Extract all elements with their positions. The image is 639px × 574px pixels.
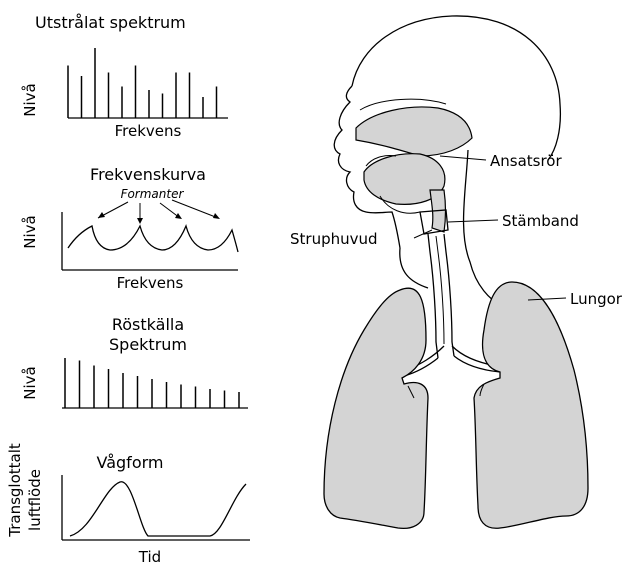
trachea-inner [436,236,444,344]
waveform-panel: Vågform Transglottalt luftflöde Tid [6,443,250,566]
radiated-spectrum-panel: Utstrålat spektrum Nivå Frekvens [21,13,228,140]
radiated-spectrum-x-label: Frekvens [115,122,182,140]
frequency-response-curve [68,226,238,252]
radiated-spectrum-y-label: Nivå [21,83,39,116]
neck-back [464,150,502,306]
source-spectrum-lines [65,358,239,408]
formants-annotation: Formanter [121,187,185,201]
lungs-label: Lungor [570,290,623,308]
formant-arrows [98,200,220,224]
formant-arrowhead-3 [175,213,182,219]
source-spectrum-title-line1: Röstkälla [112,315,184,334]
vocal-folds-label: Stämband [502,212,579,230]
trachea-left-wall [428,234,438,358]
waveform-x-label: Tid [138,548,161,566]
vocal-tract-label: Ansatsrör [490,152,562,170]
source-spectrum-y-label: Nivå [21,366,39,399]
radiated-spectrum-lines [68,48,217,118]
formant-arrowhead-2 [137,218,143,224]
waveform-y-label-line2: luftflöde [26,469,44,531]
source-spectrum-title-line2: Spektrum [109,335,187,354]
larynx-label: Struphuvud [290,230,378,248]
vocal-tract-leader [440,156,486,160]
frequency-curve-panel: Frekvenskurva Formanter Nivå Frekvens [21,165,238,292]
vocal-folds-leader [448,220,498,222]
frequency-curve-y-label: Nivå [21,215,39,248]
anatomy-illustration: Ansatsrör Stämband Struphuvud Lungor [290,16,623,528]
nasal-cavity [356,107,472,156]
waveform-y-label-line1: Transglottalt [6,443,24,538]
glottal-flow-waveform [70,482,246,536]
left-lung [324,288,428,528]
right-lung [474,282,588,528]
formant-arrowhead-4 [213,213,220,219]
waveform-title: Vågform [97,453,164,472]
frequency-curve-x-label: Frekvens [117,274,184,292]
radiated-spectrum-title: Utstrålat spektrum [35,13,186,32]
source-spectrum-panel: Röstkälla Spektrum Nivå [21,315,248,408]
trachea-right-wall [444,234,454,356]
frequency-curve-title: Frekvenskurva [90,165,206,184]
